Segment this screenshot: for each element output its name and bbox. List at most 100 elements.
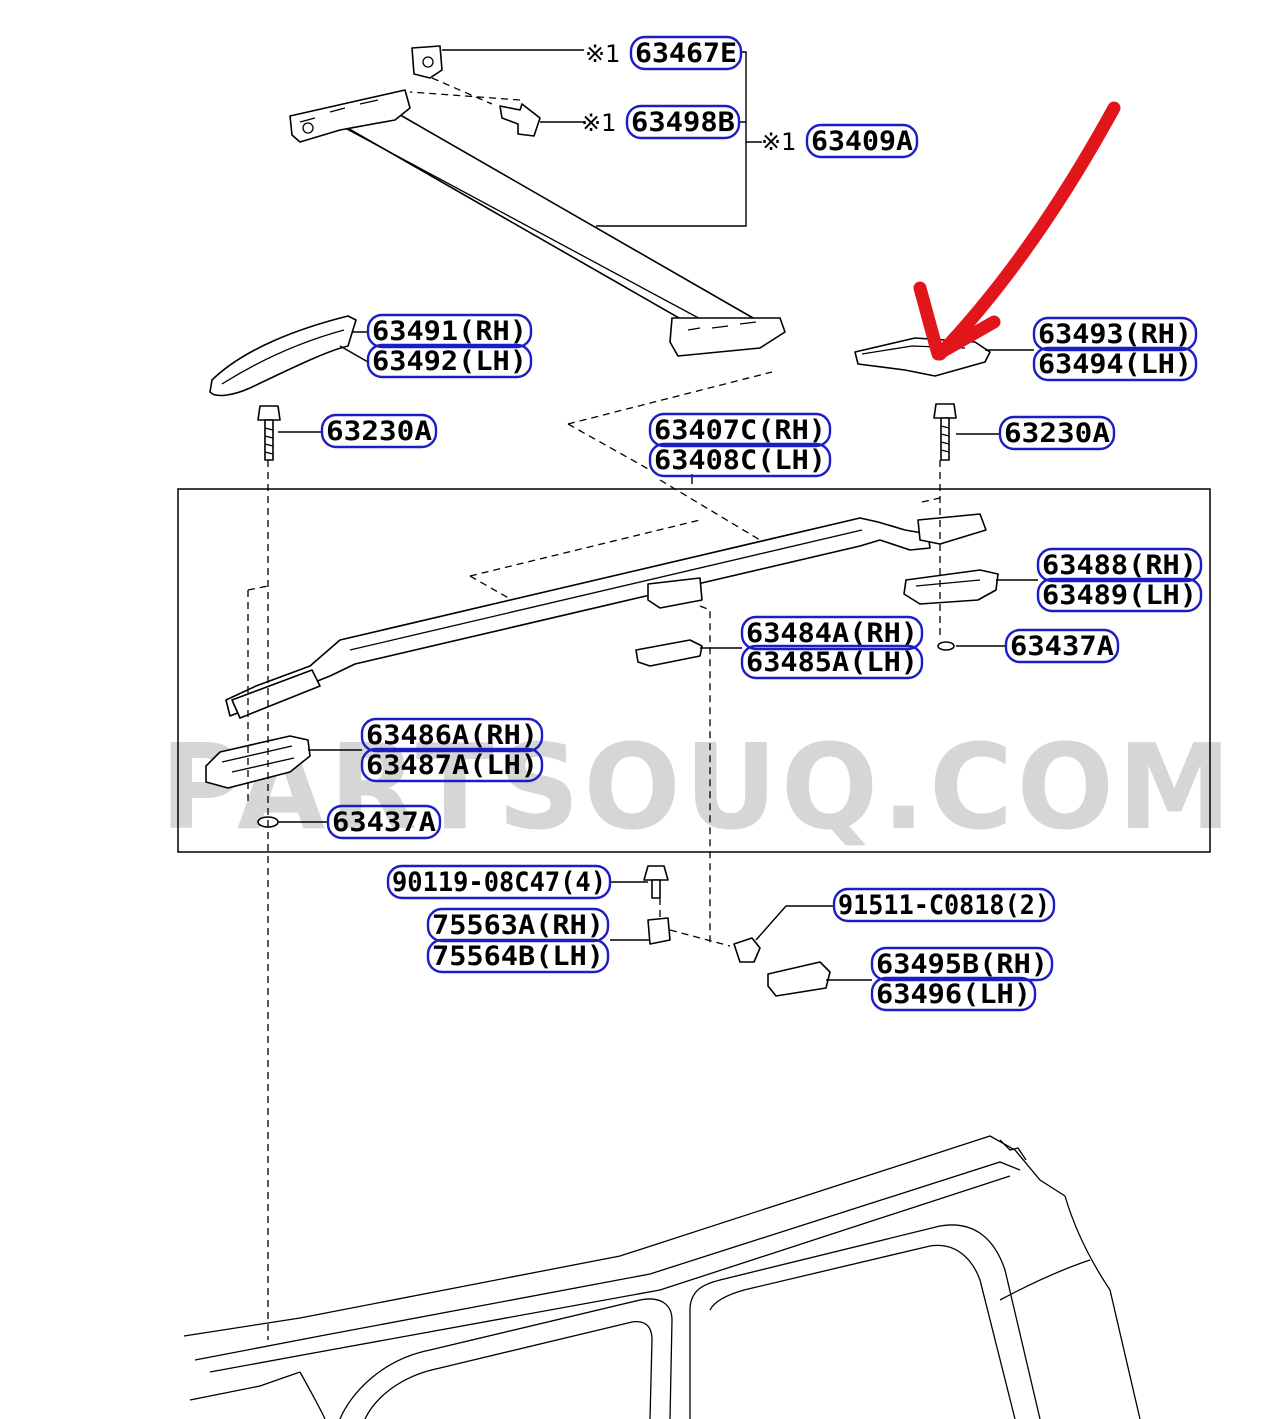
part-number-label[interactable]: 75564B(LH) [432,941,604,972]
callout-highlight [648,412,832,448]
callout-highlight [805,123,919,159]
cover-63488-part[interactable] [903,569,999,605]
callout-highlight [625,104,741,140]
washer-63437a-right-part[interactable] [937,641,955,651]
part-number-label[interactable]: 63491(RH) [372,316,527,347]
callout-63467e[interactable]: ※1 63467E [585,35,743,71]
screw-91511-part[interactable] [733,937,761,963]
screw-63498b-part[interactable] [499,103,541,137]
callout-63498b[interactable]: ※1 63498B [581,104,741,140]
watermark: PARTSOUQ.COM [160,718,1235,856]
part-number-label[interactable]: 63409A [811,126,913,157]
callout-75564b[interactable]: 75564B(LH) [426,938,610,974]
callout-highlight [1032,316,1198,352]
callout-highlight [326,804,442,840]
part-number-label[interactable]: 63407C(RH) [654,415,826,446]
red-arrow-annotation [913,101,1121,361]
bracket-75563a-part[interactable] [647,917,671,945]
part-number-label[interactable]: 63487A(LH) [366,750,538,781]
callout-highlight [998,415,1116,451]
vehicle-body-outline [183,1135,1141,1419]
marker-symbol: ※1 [581,109,616,137]
callout-highlight [870,976,1037,1012]
callout-63230a-right[interactable]: 63230A [998,415,1116,451]
part-number-label[interactable]: 63495B(RH) [876,949,1048,980]
part-number-label[interactable]: 63230A [326,416,432,447]
part-number-label[interactable]: 63230A [1004,418,1110,449]
callout-63487a[interactable]: 63487A(LH) [360,747,544,783]
callout-63407c[interactable]: 63407C(RH) [648,412,832,448]
callout-63494[interactable]: 63494(LH) [1032,346,1198,382]
callout-63488[interactable]: 63488(RH) [1036,547,1203,583]
callout-63437a-right[interactable]: 63437A [1004,628,1120,664]
callout-63409a[interactable]: ※1 63409A [761,123,919,159]
bolt-63230a-left-part[interactable] [257,405,281,461]
callout-highlight [426,938,610,974]
callout-63492[interactable]: 63492(LH) [366,343,533,379]
part-number-label[interactable]: 91511-C0818(2) [838,890,1050,921]
callout-highlight [1036,577,1203,613]
part-number-label[interactable]: 63437A [1010,631,1114,662]
callout-highlight [1036,547,1203,583]
callout-75563a[interactable]: 75563A(RH) [426,907,610,943]
callout-91511[interactable]: 91511-C0818(2) [832,887,1056,923]
roof-rail-part[interactable] [225,513,987,719]
callout-63230a-left[interactable]: 63230A [320,413,438,449]
callout-highlight [366,313,533,349]
part-number-label[interactable]: 63488(RH) [1042,550,1197,581]
part-number-label[interactable]: 63467E [635,38,737,69]
part-number-label[interactable]: 63437A [332,807,436,838]
part-number-label[interactable]: 63485A(LH) [746,647,918,678]
callout-highlight [629,35,743,71]
group-bracket [596,51,762,227]
cover-63486a-part[interactable] [205,735,311,789]
bolt-63230a-right-part[interactable] [933,403,957,461]
callout-highlight [870,946,1054,982]
part-number-label[interactable]: 63492(LH) [372,346,527,377]
callout-63408c[interactable]: 63408C(LH) [648,442,832,478]
callout-63495b[interactable]: 63495B(RH) [870,946,1054,982]
callout-highlight [366,343,533,379]
part-number-label[interactable]: 63493(RH) [1038,319,1192,350]
callout-63484a[interactable]: 63484A(RH) [740,615,924,651]
callout-labels: ※1 63467E ※1 63498B ※1 63409A 63491(RH)63492(L… [320,35,1203,1012]
part-number-label[interactable]: 63486A(RH) [366,720,538,751]
callout-63491[interactable]: 63491(RH) [366,313,533,349]
callout-highlight [386,864,612,900]
callout-63489[interactable]: 63489(LH) [1036,577,1203,613]
callout-63496[interactable]: 63496(LH) [870,976,1037,1012]
part-number-label[interactable]: 63494(LH) [1038,349,1192,380]
callout-63486a[interactable]: 63486A(RH) [360,717,544,753]
cross-bar-assembly[interactable] [289,89,786,357]
part-number-label[interactable]: 63408C(LH) [654,445,826,476]
callout-highlight [740,615,924,651]
callout-highlight [832,887,1056,923]
part-number-label[interactable]: 63498B [631,107,735,138]
callout-highlight [1004,628,1120,664]
cover-63491-part[interactable] [209,315,357,397]
callout-highlight [360,717,544,753]
clip-63467e-part[interactable] [411,45,443,79]
callout-highlight [360,747,544,783]
callout-highlight [1032,346,1198,382]
callout-63437a-left[interactable]: 63437A [326,804,442,840]
part-number-label[interactable]: 63496(LH) [876,979,1031,1010]
callout-highlight [648,442,832,478]
bolt-90119-part[interactable] [643,865,669,899]
callout-63493[interactable]: 63493(RH) [1032,316,1198,352]
cover-63484a-part[interactable] [635,639,703,667]
callout-90119[interactable]: 90119-08C47(4) [386,864,612,900]
part-number-label[interactable]: 75563A(RH) [432,910,604,941]
part-number-label[interactable]: 63489(LH) [1042,580,1197,611]
marker-symbol: ※1 [585,40,620,68]
callout-highlight [320,413,438,449]
marker-symbol: ※1 [761,128,796,156]
part-number-label[interactable]: 63484A(RH) [746,618,918,649]
cover-63493-part[interactable] [854,337,991,377]
rail-assembly-frame [177,488,1211,853]
callout-highlight [740,644,924,680]
cover-63495b-part[interactable] [767,961,831,997]
part-number-label[interactable]: 90119-08C47(4) [392,867,606,898]
callout-63485a[interactable]: 63485A(LH) [740,644,924,680]
